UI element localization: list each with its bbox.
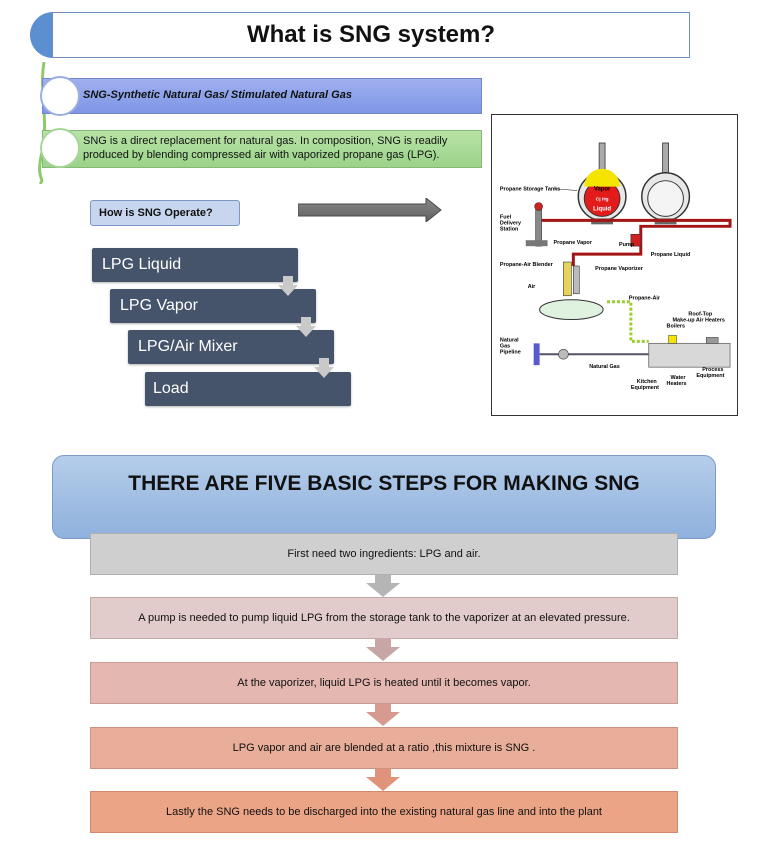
process-step-3: At the vaporizer, liquid LPG is heated u… xyxy=(90,662,678,704)
step-label: Load xyxy=(153,380,189,397)
step-label: LPG/Air Mixer xyxy=(138,338,238,355)
pump xyxy=(630,233,642,247)
down-arrow-icon xyxy=(366,575,400,597)
description-text: SNG is a direct replacement for natural … xyxy=(83,135,448,161)
propane-air-label: Propane-Air xyxy=(629,296,661,302)
boiler xyxy=(668,335,677,344)
process-step-text: First need two ingredients: LPG and air. xyxy=(287,548,481,560)
propane-air-line xyxy=(607,300,649,343)
process-step-text: Lastly the SNG needs to be discharged in… xyxy=(165,806,602,818)
down-arrow-icon xyxy=(366,704,400,726)
propane-vaporizer xyxy=(573,265,580,295)
pump-label: Pump xyxy=(619,242,635,248)
sng-system-schematic: Vapor Cj Hg Liquid Propane Storage Tanks… xyxy=(491,114,738,416)
step-label: LPG Liquid xyxy=(102,256,182,273)
propane-vapor-label: Propane Vapor xyxy=(553,240,592,246)
definition-text: SNG-Synthetic Natural Gas/ Stimulated Na… xyxy=(83,89,352,102)
step-lpg-vapor: LPG Vapor xyxy=(110,289,316,323)
step-label: LPG Vapor xyxy=(120,297,198,314)
blender-label: Propane-Air Blender xyxy=(500,262,554,268)
five-steps-title: THERE ARE FIVE BASIC STEPS FOR MAKING SN… xyxy=(128,472,640,495)
rooftop-heater xyxy=(706,337,719,344)
gauge-label: Cj Hg xyxy=(596,197,609,203)
mixing-tank xyxy=(539,299,604,321)
down-arrow-icon xyxy=(314,358,334,378)
boilers-label: Boilers xyxy=(667,323,685,329)
process-step-text: A pump is needed to pump liquid LPG from… xyxy=(138,612,630,624)
process-step-text: LPG vapor and air are blended at a ratio… xyxy=(232,742,536,754)
page-title: What is SNG system? xyxy=(52,12,690,58)
bullet-circle xyxy=(40,128,80,168)
process-step-4: LPG vapor and air are blended at a ratio… xyxy=(90,727,678,769)
natural-gas-label: Natural Gas xyxy=(589,364,620,370)
air-label: Air xyxy=(528,284,536,290)
plant-building xyxy=(648,342,731,368)
propane-air-blender xyxy=(563,261,572,297)
five-steps-heading: THERE ARE FIVE BASIC STEPS FOR MAKING SN… xyxy=(52,455,716,539)
down-arrow-icon xyxy=(278,276,298,296)
step-lpg-liquid: LPG Liquid xyxy=(92,248,298,282)
propane-liquid-label: Propane Liquid xyxy=(651,252,691,258)
bullet-circle xyxy=(40,76,80,116)
step-lpg-air-mixer: LPG/Air Mixer xyxy=(128,330,334,364)
pipeline-inlet xyxy=(533,343,540,366)
tank-label: Propane Storage Tanks xyxy=(500,187,560,193)
vapor-label: Vapor xyxy=(594,187,611,193)
liquid-pipe xyxy=(571,242,643,266)
meter xyxy=(558,349,569,360)
vaporizer-label: Propane Vaporizer xyxy=(595,266,644,272)
process-step-5: Lastly the SNG needs to be discharged in… xyxy=(90,791,678,833)
process-step-text: At the vaporizer, liquid LPG is heated u… xyxy=(237,677,531,689)
tank-vapor xyxy=(584,168,620,187)
process-step-2: A pump is needed to pump liquid LPG from… xyxy=(90,597,678,639)
liquid-label: Liquid xyxy=(593,206,611,212)
process-step-1: First need two ingredients: LPG and air. xyxy=(90,533,678,575)
description-bar: SNG is a direct replacement for natural … xyxy=(42,130,482,168)
down-arrow-icon xyxy=(366,769,400,791)
down-arrow-icon xyxy=(366,639,400,661)
fuel-delivery-post xyxy=(535,206,542,247)
liquid-pipe xyxy=(539,218,732,243)
definition-bar: SNG-Synthetic Natural Gas/ Stimulated Na… xyxy=(42,78,482,114)
step-load: Load xyxy=(145,372,351,406)
arrow-right-icon xyxy=(298,198,442,222)
operation-question: How is SNG Operate? xyxy=(90,200,240,226)
down-arrow-icon xyxy=(296,317,316,337)
tank-inner xyxy=(647,180,684,217)
